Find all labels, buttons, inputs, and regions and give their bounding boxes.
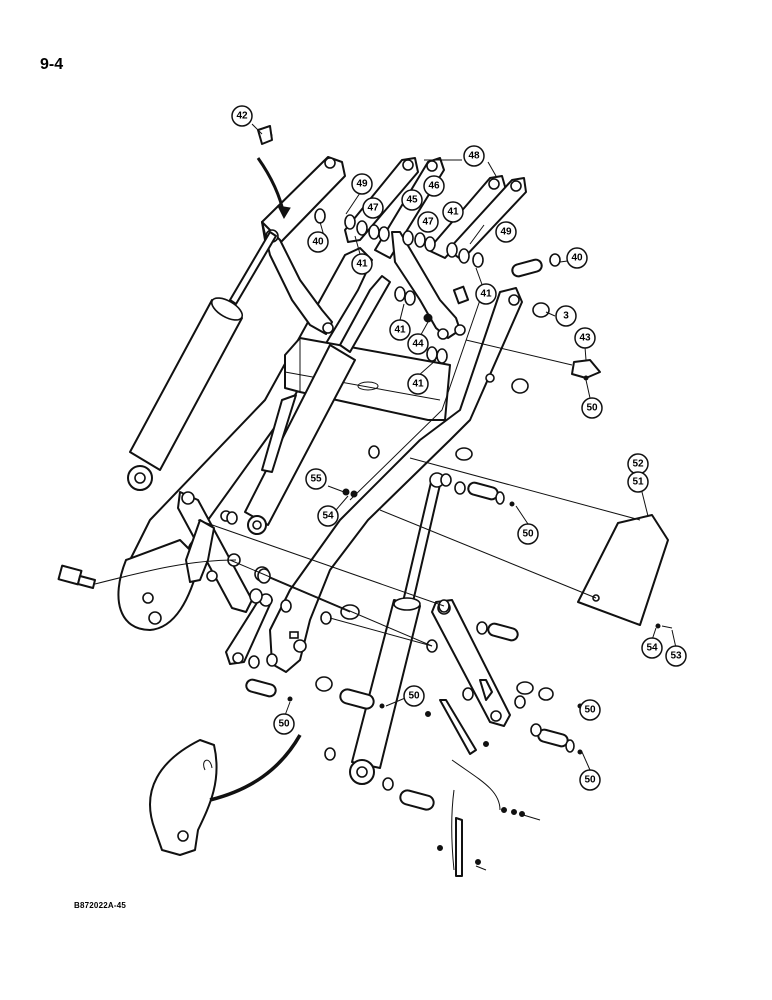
svg-text:52: 52 [632,459,644,470]
svg-text:41: 41 [412,379,424,390]
callout-41b: 41 [351,253,373,275]
callout-55: 55 [305,468,327,490]
callout-41c: 41 [475,283,497,305]
svg-text:43: 43 [579,333,591,344]
svg-text:49: 49 [500,227,512,238]
svg-text:3: 3 [563,311,569,322]
svg-text:50: 50 [408,691,420,702]
callout-47b: 47 [417,211,439,233]
svg-text:47: 47 [367,203,379,214]
svg-text:49: 49 [356,179,368,190]
callout-41a: 41 [442,201,464,223]
svg-text:50: 50 [522,529,534,540]
svg-text:51: 51 [632,477,644,488]
callout-40b: 40 [566,247,588,269]
callout-51: 51 [627,471,649,493]
callout-49: 49 [351,173,373,195]
callout-48: 48 [463,145,485,167]
callout-50f: 50 [579,769,601,791]
lower-cylinder [349,472,445,785]
callout-44: 44 [407,333,429,355]
svg-text:54: 54 [646,643,658,654]
svg-text:40: 40 [571,253,583,264]
callout-3: 3 [555,305,577,327]
callout-50b: 50 [517,523,539,545]
svg-text:42: 42 [236,111,248,122]
svg-text:50: 50 [586,403,598,414]
svg-text:54: 54 [322,511,334,522]
callout-52: 52 [627,453,649,475]
svg-text:41: 41 [394,325,406,336]
callout-50d: 50 [403,685,425,707]
guard-plate [577,514,669,626]
callout-40a: 40 [307,231,329,253]
bucket-cylinder [244,275,391,535]
svg-text:44: 44 [412,339,424,350]
callout-41d: 41 [389,319,411,341]
svg-text:47: 47 [422,217,434,228]
right-lift-arm [269,287,523,673]
callout-45: 45 [401,189,423,211]
svg-text:50: 50 [278,719,290,730]
left-lift-cylinder [127,231,277,491]
page-number: 9-4 [40,56,64,73]
projection-lines [197,157,641,871]
callout-54b: 54 [641,637,663,659]
svg-text:46: 46 [428,181,440,192]
callout-bubbles: 42 48 49 46 45 47 47 41 40 49 41 40 3 41… [231,105,687,791]
svg-text:55: 55 [310,474,322,485]
hardware [257,125,673,877]
callout-41e: 41 [407,373,429,395]
callout-50c: 50 [273,713,295,735]
svg-text:41: 41 [447,207,459,218]
svg-text:45: 45 [406,195,418,206]
callout-47a: 47 [362,197,384,219]
svg-text:50: 50 [584,775,596,786]
svg-text:41: 41 [480,289,492,300]
callout-54a: 54 [317,505,339,527]
callout-50e: 50 [579,699,601,721]
callout-42: 42 [231,105,253,127]
svg-text:53: 53 [670,651,682,662]
svg-text:50: 50 [584,705,596,716]
callout-43: 43 [574,327,596,349]
figure-code: B872022A-45 [74,901,127,910]
detail-inset [149,734,302,856]
callout-53: 53 [665,645,687,667]
bell-cranks [261,221,466,340]
svg-text:40: 40 [312,237,324,248]
svg-text:41: 41 [356,259,368,270]
callout-46: 46 [423,175,445,197]
svg-text:48: 48 [468,151,480,162]
pins-and-bushings [57,258,601,811]
callout-50a: 50 [581,397,603,419]
callout-49b: 49 [495,221,517,243]
